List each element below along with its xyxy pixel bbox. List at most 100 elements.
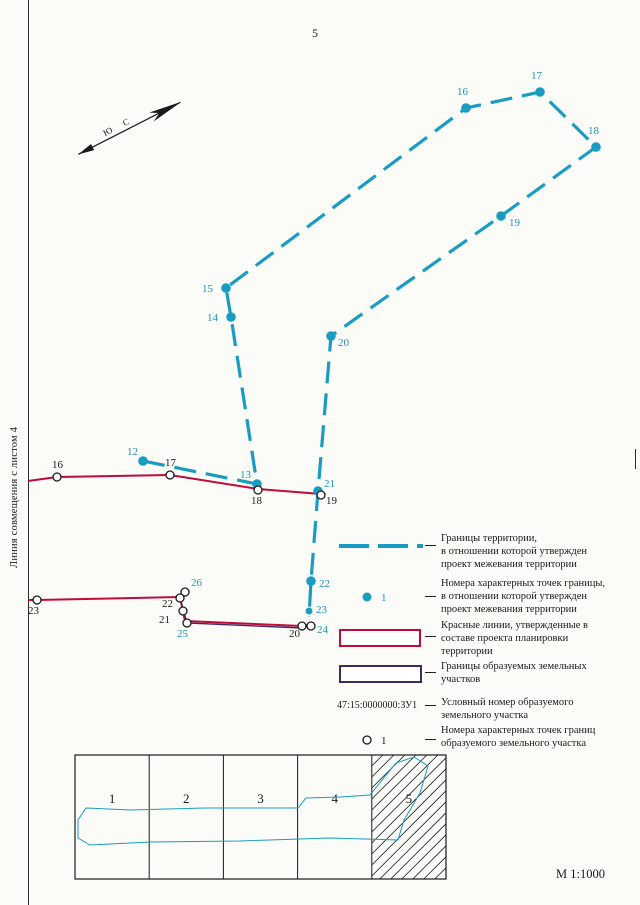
- parcel-number-sample: 47:15:0000000:ЗУ1: [337, 697, 425, 711]
- parcel-point-26: [180, 587, 190, 597]
- hatch-line: [371, 790, 447, 866]
- parcel-cadastral-code: 47:15:0000000:ЗУ1: [337, 700, 418, 711]
- parcel-point-label-18: 18: [251, 495, 263, 507]
- territory-point-22: [306, 576, 316, 586]
- sheet-index-cell-label-5: 5: [406, 791, 413, 806]
- parcel-point-25: [182, 618, 192, 628]
- territory-point-label-18: 18: [588, 125, 600, 137]
- legend-item-parcel-boundaries: Границы образуемых земельных участков: [337, 661, 635, 687]
- parcel-point-label-24: 24: [317, 624, 329, 636]
- parcel-point-24: [306, 621, 316, 631]
- parcel-point-sample: 1: [337, 725, 425, 756]
- parcel-point-22: [175, 593, 185, 603]
- territory-point-label-14: 14: [207, 312, 219, 324]
- territory-point-18: [591, 142, 601, 152]
- parcel-point-label-20: 20: [289, 628, 301, 640]
- legend-connector: [425, 672, 436, 673]
- hatch-line: [371, 779, 447, 855]
- territory-point-17: [535, 87, 545, 97]
- hatch-line: [371, 754, 395, 778]
- parcel-point-label-22: 22: [162, 598, 173, 610]
- legend-item-text: Границы образуемых земельных участков: [441, 661, 587, 685]
- parcel-point-label-19: 19: [326, 495, 338, 507]
- parcel-point-sample-icon: 1: [362, 735, 387, 747]
- legend-connector: [425, 739, 436, 740]
- hatch-line: [371, 757, 447, 833]
- parcel-point-sample-number: 1: [381, 735, 387, 747]
- parcel-point-label-23: 23: [28, 605, 40, 617]
- red-lines-sample-box: [339, 629, 421, 647]
- hatch-line: [371, 754, 406, 789]
- legend-connector: [425, 636, 436, 637]
- sheet-index-territory-outline: [77, 756, 429, 846]
- territory-point-label-15: 15: [202, 283, 214, 295]
- territory-point-label-17: 17: [531, 70, 543, 82]
- territory-point-sample-icon: 1: [362, 592, 387, 604]
- territory-boundary-sample-line: [339, 544, 423, 548]
- parcel-point-23: [32, 595, 42, 605]
- parcel-point-18: [253, 485, 263, 495]
- parcel-point-19: [316, 490, 326, 500]
- hatch-line: [371, 754, 428, 811]
- territory-point-label-13: 13: [240, 469, 252, 481]
- territory-point-12: [138, 456, 148, 466]
- territory-point-14: [226, 312, 236, 322]
- legend-item-red-lines: Красные линии, утвержденные в составе пр…: [337, 620, 635, 658]
- parcel-boundary-sample: [337, 661, 425, 683]
- parcel-point-label-17: 17: [165, 457, 177, 469]
- sheet-index-cell-label-1: 1: [109, 791, 116, 806]
- legend-item-territory-points: 1 Номера характерных точек границы, в от…: [337, 578, 635, 616]
- legend-item-territory-boundary: Границы территории, в отношении которой …: [337, 533, 635, 571]
- legend-connector: [425, 705, 436, 706]
- territory-point-15: [221, 283, 231, 293]
- sheet-index-cell-label-4: 4: [331, 791, 338, 806]
- red-line-0: [27, 473, 322, 495]
- territory-boundary-sample: [337, 533, 425, 558]
- legend-item-parcel-number: 47:15:0000000:ЗУ1 Условный номер образуе…: [337, 697, 635, 723]
- territory-point-23: [305, 607, 313, 615]
- hatch-line: [401, 834, 447, 880]
- territory-point-20: [326, 331, 336, 341]
- sheet-index-cell-label-2: 2: [183, 791, 190, 806]
- hatch-line: [371, 801, 447, 877]
- parcel-point-label-25: 25: [177, 628, 189, 640]
- parcel-boundary-sample-box: [339, 665, 422, 683]
- north-arrow-south-label: Ю: [101, 125, 114, 138]
- red-lines-sample: [337, 620, 425, 647]
- right-border-tick: [635, 449, 636, 469]
- hatch-line: [434, 867, 447, 880]
- parcel-point-17: [165, 470, 175, 480]
- territory-point-label-12: 12: [127, 446, 138, 458]
- hatch-line: [371, 754, 417, 800]
- page-number: 5: [312, 26, 318, 40]
- legend-item-text: Красные линии, утвержденные в составе пр…: [441, 620, 588, 657]
- hatch-line: [423, 856, 447, 880]
- territory-point-sample-number: 1: [381, 592, 387, 604]
- parcel-point-16: [52, 472, 62, 482]
- legend-item-text: Границы территории, в отношении которой …: [441, 533, 588, 570]
- parcel-point-20: [297, 621, 307, 631]
- north-arrow-north-label: С: [121, 116, 131, 128]
- legend-connector: [425, 545, 436, 546]
- territory-point-label-22: 22: [319, 578, 330, 590]
- territory-point-label-19: 19: [509, 217, 521, 229]
- hatch-line: [412, 845, 447, 880]
- legend-item-text: Номера характерных точек границ образуем…: [441, 725, 596, 749]
- hatch-line: [371, 768, 447, 844]
- legend-connector: [425, 596, 436, 597]
- north-arrow-icon: ЮС: [78, 101, 182, 155]
- territory-boundary-line: [142, 90, 599, 618]
- territory-point-label-16: 16: [457, 86, 469, 98]
- parcel-point-label-16: 16: [52, 459, 64, 471]
- legend-item-parcel-points: 1 Номера характерных точек границ образу…: [337, 725, 635, 756]
- legend-item-text: Условный номер образуемого земельного уч…: [441, 697, 574, 721]
- hatch-line: [371, 754, 384, 767]
- sheet-index-cell-label-3: 3: [257, 791, 264, 806]
- sheet-index-frame: [74, 754, 447, 880]
- territory-point-16: [461, 103, 471, 113]
- territory-point-sample: 1: [337, 578, 425, 611]
- territory-point-label-23: 23: [316, 604, 328, 616]
- parcel-point-21: [178, 606, 188, 616]
